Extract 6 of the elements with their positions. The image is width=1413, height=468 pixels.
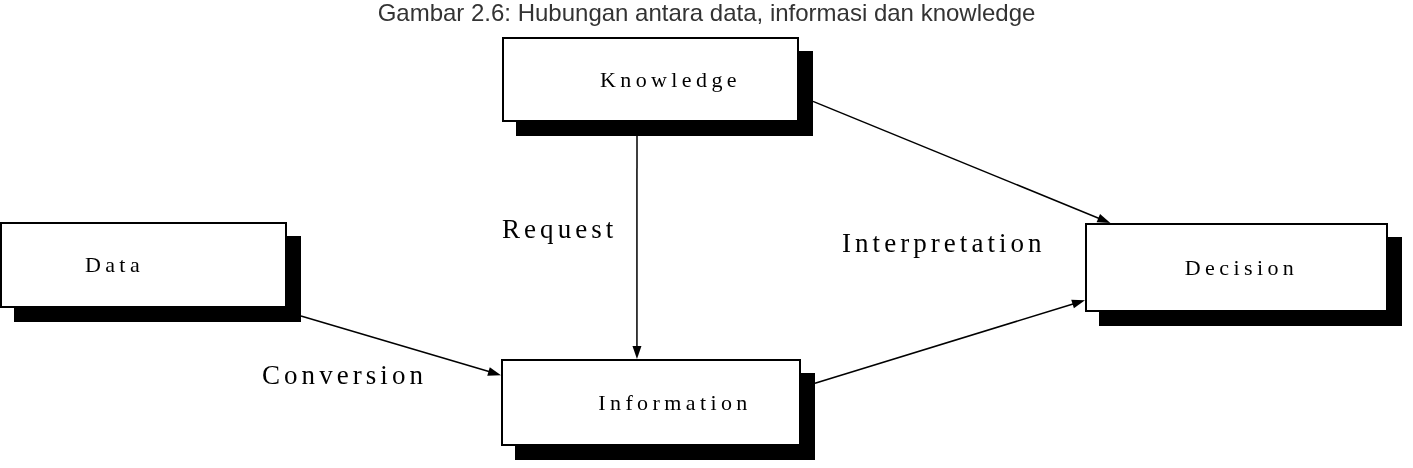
node-label: Decision xyxy=(1184,256,1299,279)
figure-caption: Gambar 2.6: Hubungan antara data, informasi dan knowledge xyxy=(377,0,1036,27)
text-label: Interpretation xyxy=(842,230,1046,257)
node-label: Data xyxy=(84,254,145,276)
node-label: Information xyxy=(598,391,752,414)
node-label: Knowledge xyxy=(600,68,741,91)
